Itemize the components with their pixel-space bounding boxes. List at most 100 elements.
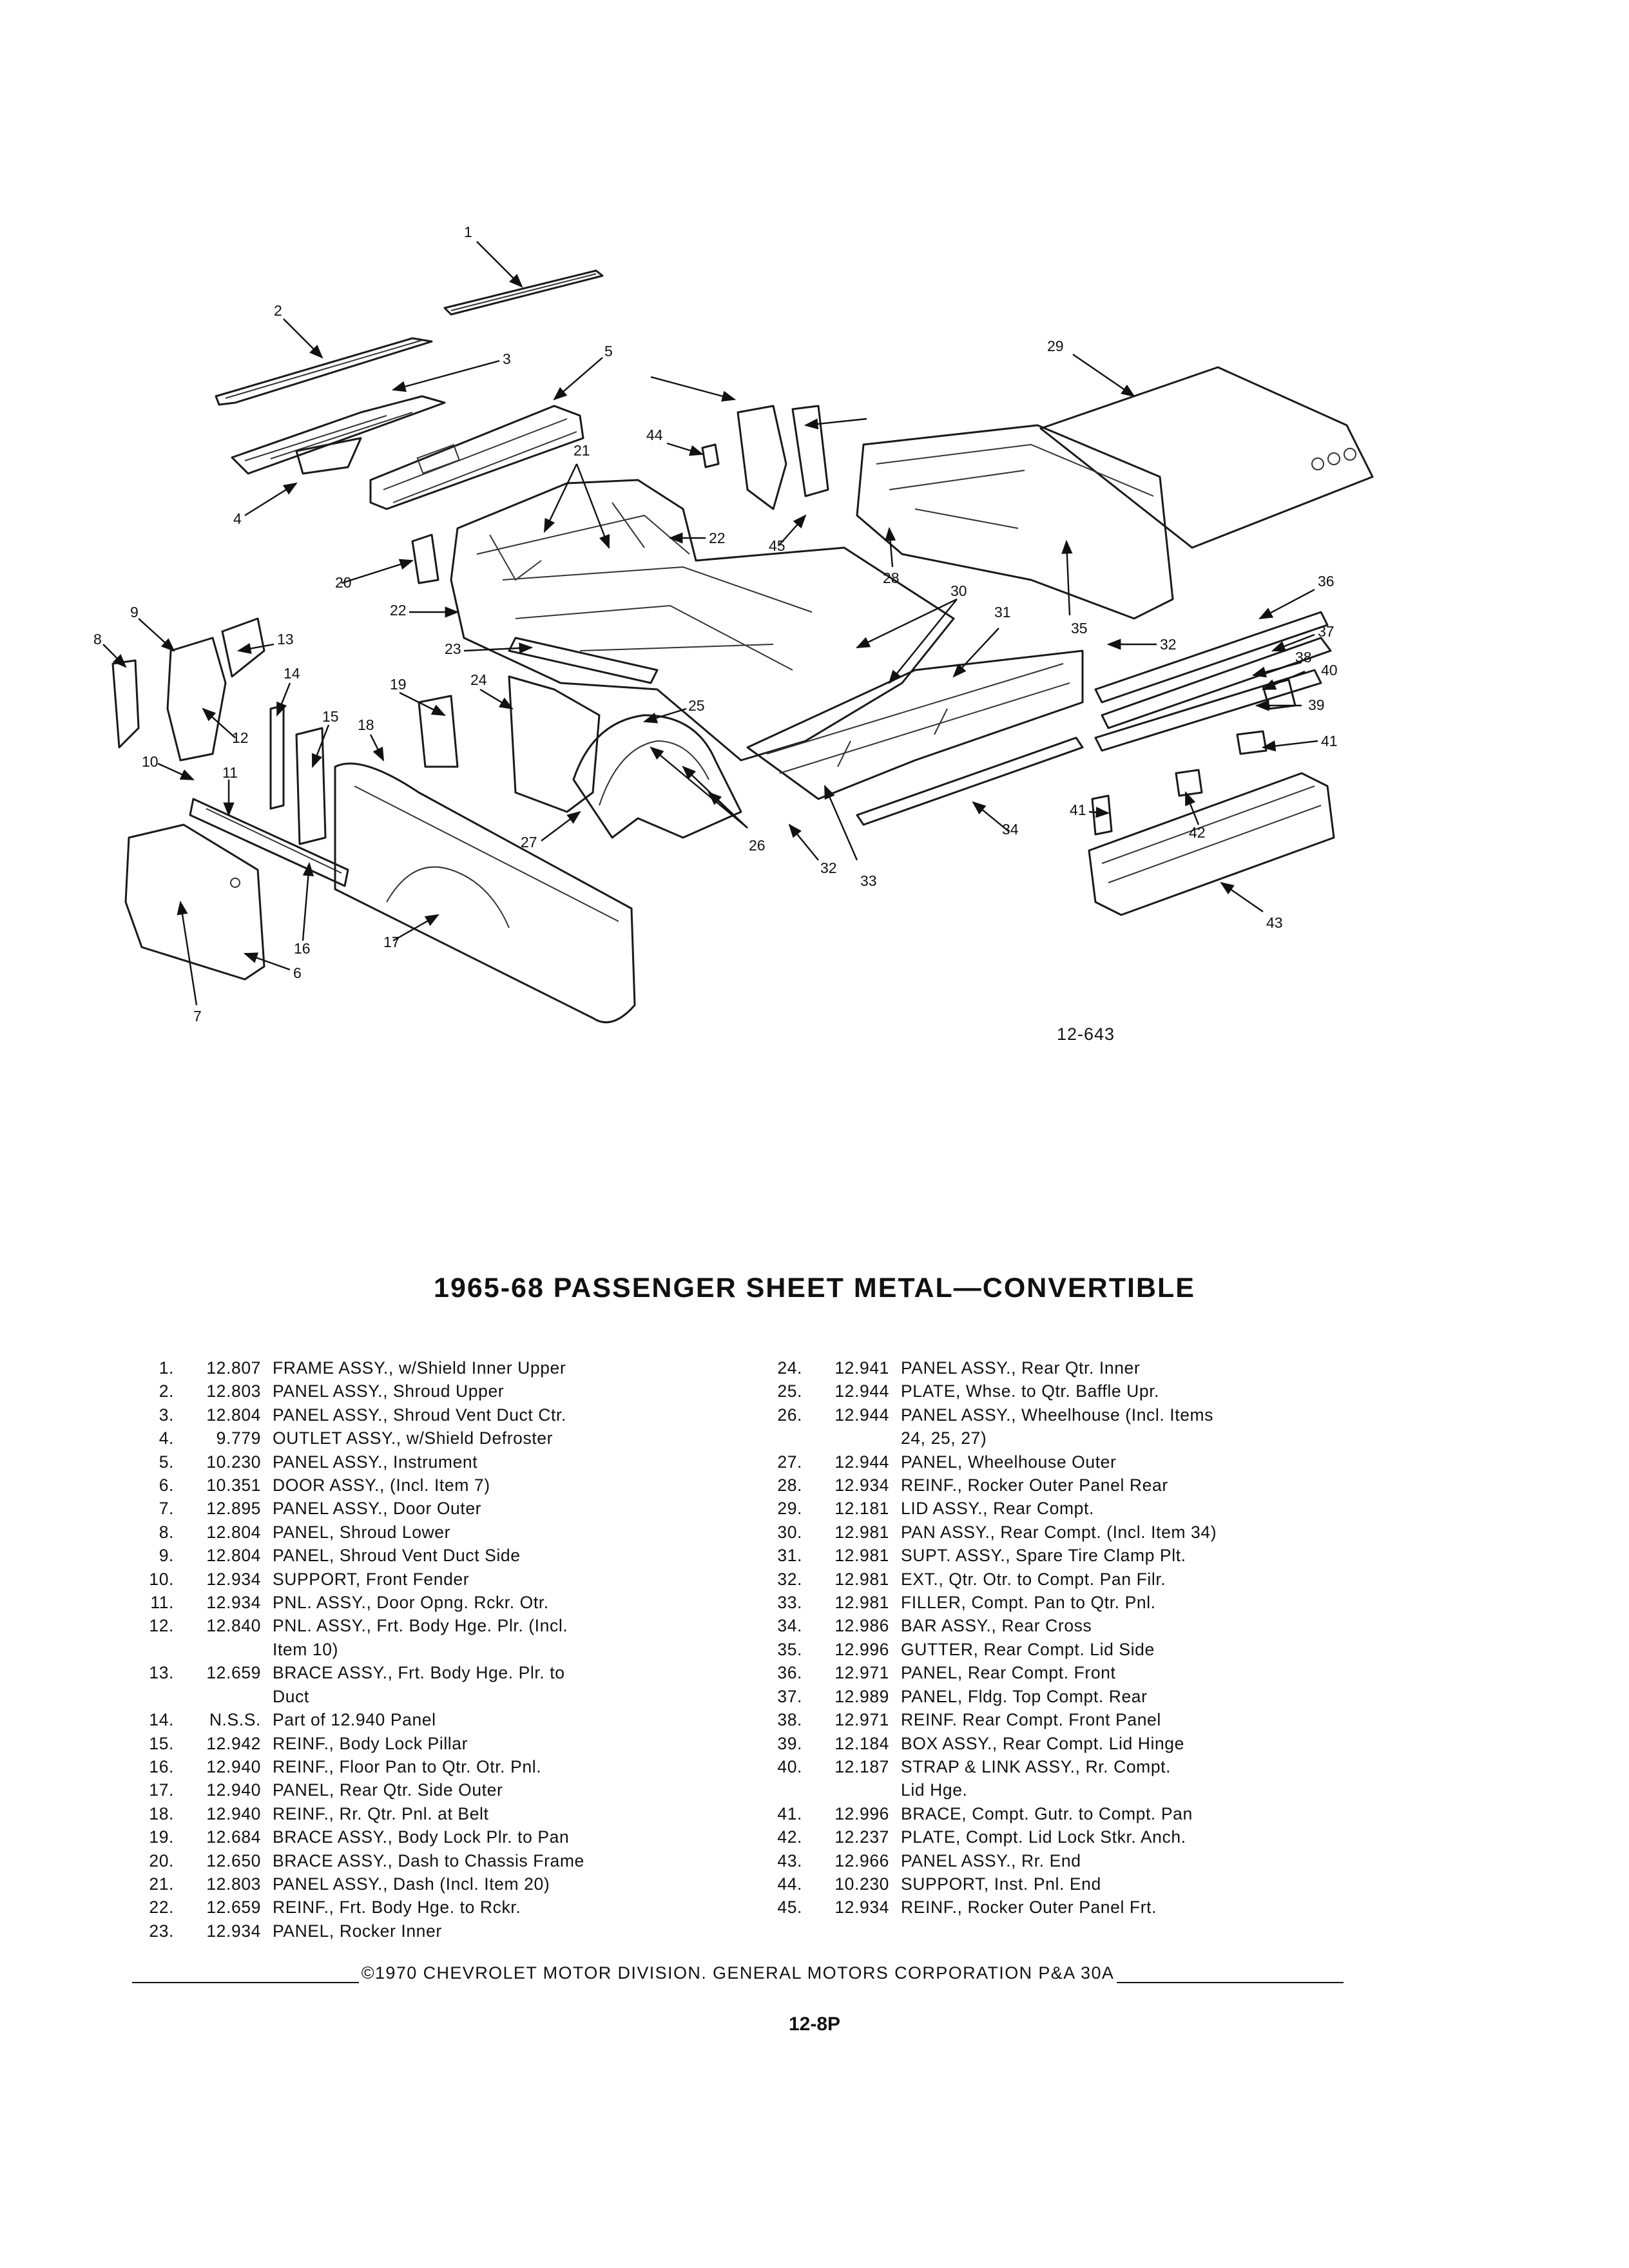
part-code: 12.986: [834, 1616, 889, 1636]
part-number: 27.: [777, 1452, 802, 1472]
figure-number: 12-643: [1057, 1024, 1115, 1044]
part-description: LID ASSY., Rear Compt.: [901, 1499, 1094, 1519]
part-rear-qtr-inner-wheelhouse: [508, 675, 742, 839]
part-description: OUTLET ASSY., w/Shield Defroster: [273, 1428, 554, 1448]
part-number: 19.: [149, 1827, 174, 1847]
callout-28: 28: [883, 570, 900, 586]
part-rear-qtr-side-outer: [334, 762, 636, 1024]
part-code: 10.351: [206, 1475, 261, 1495]
callout-20: 20: [335, 574, 352, 591]
part-description: PLATE, Whse. to Qtr. Baffle Upr.: [901, 1381, 1160, 1401]
callout-31: 31: [994, 604, 1011, 620]
callout-16: 16: [294, 940, 311, 957]
callout-11: 11: [222, 764, 238, 781]
part-code: 12.804: [206, 1522, 261, 1542]
callout-19: 19: [390, 676, 407, 693]
part-code: 12.934: [834, 1898, 889, 1917]
callout-25: 25: [688, 697, 705, 714]
part-number: 13.: [149, 1663, 174, 1683]
part-code: 12.981: [834, 1593, 889, 1613]
callout-30: 30: [950, 582, 967, 599]
part-code: 12.804: [206, 1405, 261, 1425]
footer-rule-left: [132, 1968, 359, 1983]
part-code: 12.996: [834, 1639, 889, 1659]
part-number: 34.: [777, 1616, 802, 1636]
part-code: 10.230: [834, 1874, 889, 1894]
part-code: 12.940: [206, 1780, 261, 1800]
exploded-view-diagram: 1 2 3 4 5 6 7 8 9 10 11 12 13 14 15 16 1…: [93, 224, 1374, 1024]
callout-7: 7: [193, 1008, 202, 1024]
callout-15: 15: [322, 708, 339, 725]
part-description: PANEL, Rear Compt. Front: [901, 1663, 1116, 1683]
part-code: 12.187: [834, 1756, 889, 1776]
part-number: 4.: [159, 1428, 174, 1448]
part-code: 12.981: [834, 1522, 889, 1542]
part-lid-and-gutter: [856, 366, 1374, 620]
part-number: 20.: [149, 1850, 174, 1870]
part-code: [174, 1638, 273, 1661]
part-description: PANEL ASSY., Dash (Incl. Item 20): [273, 1874, 550, 1894]
callout-27: 27: [521, 834, 537, 850]
callout-10: 10: [142, 753, 159, 770]
part-description: Item 10): [273, 1639, 339, 1659]
part-code: 12.941: [834, 1358, 889, 1378]
callout-29: 29: [1047, 338, 1064, 354]
part-description: EXT., Qtr. Otr. to Compt. Pan Filr.: [901, 1569, 1166, 1589]
part-code: N.S.S.: [209, 1710, 261, 1730]
part-number: 37.: [777, 1686, 802, 1706]
callout-32a: 32: [1160, 636, 1177, 653]
callout-41a: 41: [1321, 733, 1338, 749]
part-number: 7.: [159, 1499, 174, 1519]
part-number: 26.: [777, 1405, 802, 1425]
part-description: PANEL ASSY., Door Outer: [273, 1499, 482, 1519]
part-instrument-panel: [369, 405, 584, 510]
part-number: 43.: [777, 1850, 802, 1870]
footer-rule-right: [1117, 1968, 1344, 1983]
part-description: REINF., Body Lock Pillar: [273, 1733, 468, 1753]
callout-12: 12: [232, 729, 249, 746]
callout-5: 5: [604, 343, 613, 360]
part-code: 12.659: [206, 1898, 261, 1917]
part-description: PANEL, Rear Qtr. Side Outer: [273, 1780, 503, 1800]
part-shroud-upper-panel: [215, 337, 433, 406]
part-rear-end-panel: [1088, 772, 1335, 916]
part-brace-lock-plate: [1091, 730, 1268, 836]
part-description: BAR ASSY., Rear Cross: [901, 1616, 1092, 1636]
part-code: 12.804: [206, 1546, 261, 1566]
part-number: 17.: [149, 1780, 174, 1800]
part-number: 12.: [149, 1616, 174, 1636]
part-number: 24.: [777, 1358, 802, 1378]
callout-22a: 22: [709, 530, 726, 546]
part-description: SUPT. ASSY., Spare Tire Clamp Plt.: [901, 1546, 1186, 1566]
part-code: 12.934: [834, 1475, 889, 1495]
part-number: [129, 1685, 174, 1708]
parts-list-row: 17. 12.940 PANEL, Rear Qtr. Side Outer: [129, 1778, 683, 1802]
part-code: [174, 1685, 273, 1708]
parts-list-row: Lid Hge.: [757, 1778, 1311, 1802]
part-left-pillars: [111, 617, 459, 845]
callout-1: 1: [464, 224, 472, 240]
part-description: PANEL ASSY., Rr. End: [901, 1850, 1081, 1870]
part-code: 12.803: [206, 1874, 261, 1894]
part-number: 41.: [777, 1803, 802, 1823]
part-code: 12.989: [834, 1686, 889, 1706]
part-description: PANEL ASSY., Shroud Vent Duct Ctr.: [273, 1405, 566, 1425]
callout-36: 36: [1318, 573, 1335, 590]
leader-lines: [102, 241, 1318, 1006]
callout-37: 37: [1318, 623, 1335, 640]
part-code: 12.971: [834, 1663, 889, 1683]
